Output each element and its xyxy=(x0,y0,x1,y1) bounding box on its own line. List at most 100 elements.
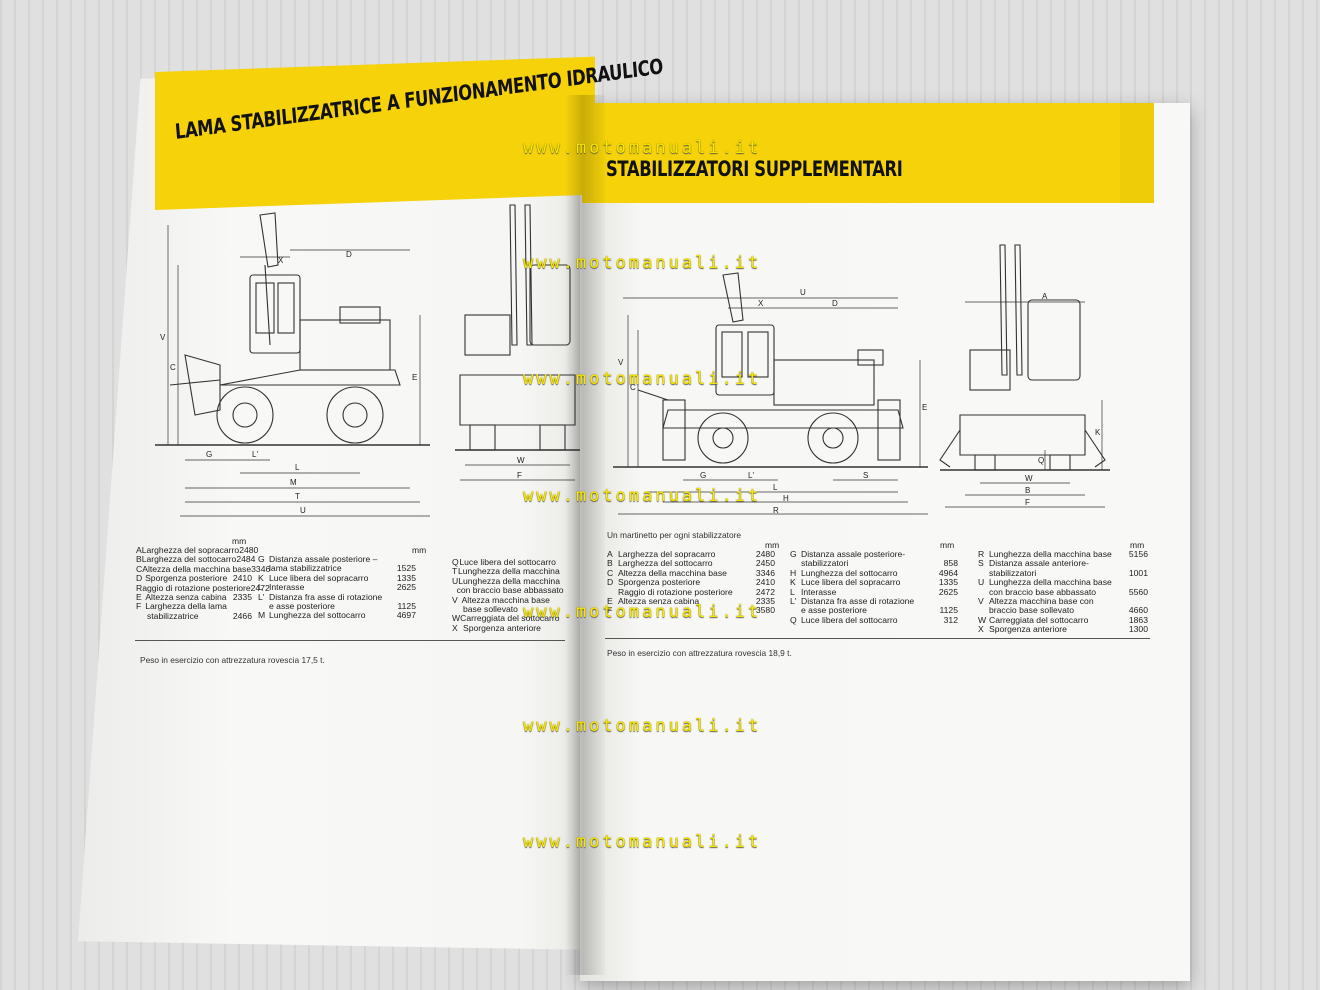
spec-label: Larghezza del sopracarro xyxy=(141,545,240,555)
spec-letter: L' xyxy=(790,596,797,607)
spec-letter: L xyxy=(258,582,263,593)
watermark: www.motomanuali.it xyxy=(523,486,762,506)
spec-value: 3346 xyxy=(755,567,775,578)
right-page xyxy=(580,103,1190,981)
dim-label: S xyxy=(863,471,868,480)
spec-value: 1863 xyxy=(1128,614,1148,625)
spec-label: Interasse xyxy=(801,586,837,597)
spec-letter xyxy=(136,612,147,621)
spec-label: Larghezza del sottocarro xyxy=(618,558,713,569)
spec-value: 2410 xyxy=(755,577,775,588)
spec-label: Distanza assale posteriore – xyxy=(269,554,378,564)
spec-letter: F xyxy=(607,605,613,616)
spec-value: 858 xyxy=(943,558,958,569)
spec-letter: D xyxy=(136,573,143,584)
spec-row: L'Distanza fra asse di rotazione xyxy=(790,596,958,607)
spec-letter: W xyxy=(978,614,987,625)
watermark: www.motomanuali.it xyxy=(523,602,762,622)
watermark: www.motomanuali.it xyxy=(523,832,762,852)
dim-label: V xyxy=(160,333,166,342)
spec-letter: D xyxy=(607,577,614,588)
left-unit-col2: mm xyxy=(412,545,427,555)
spec-label: Sporgenza posteriore xyxy=(618,577,701,588)
spec-row: base sollevato xyxy=(452,604,576,615)
spec-label: Luce libera del sopracarro xyxy=(269,572,369,583)
spec-row: F 3580 xyxy=(607,605,775,616)
spec-letter: T xyxy=(452,566,458,577)
dim-label: W xyxy=(517,456,525,465)
spec-value: 3580 xyxy=(755,605,775,616)
dim-label: U xyxy=(800,288,806,297)
spec-value: 1125 xyxy=(939,605,958,616)
spec-label: Lunghezza della macchina xyxy=(457,566,560,577)
spec-letter: B xyxy=(136,554,142,565)
left-table-divider xyxy=(135,640,565,641)
spec-letter: R xyxy=(978,549,985,559)
dim-label: D xyxy=(832,299,838,308)
spec-label: Distanza assale posteriore- xyxy=(801,549,906,559)
spec-label: Altezza della macchina base xyxy=(618,567,727,578)
dim-label: D xyxy=(346,250,352,259)
spec-row: K Luce libera del sopracarro 1335 xyxy=(258,572,416,583)
spec-label: Distanza fra asse di rotazione xyxy=(269,591,383,602)
spec-value: 1001 xyxy=(1128,567,1148,578)
dim-label: T xyxy=(295,492,300,501)
spec-value: 2480 xyxy=(239,545,259,555)
spec-letter: M xyxy=(258,610,266,621)
spec-value: 2335 xyxy=(232,592,252,603)
spec-letter: K xyxy=(258,572,264,583)
spec-value: 1335 xyxy=(396,572,416,583)
spec-letter: X xyxy=(978,624,984,635)
spec-label: Larghezza del sopracarro xyxy=(618,549,716,559)
spec-label: Raggio di rotazione posteriore xyxy=(618,586,733,597)
spec-value: 5156 xyxy=(1128,549,1148,559)
right-title-band xyxy=(582,103,1120,203)
spec-label: e asse posteriore xyxy=(269,601,335,612)
spec-label: braccio base sollevato xyxy=(989,605,1075,616)
watermark: www.motomanuali.it xyxy=(523,253,762,273)
dim-label: H xyxy=(783,494,789,503)
dim-label: G xyxy=(700,471,706,480)
dim-label: K xyxy=(1095,428,1101,437)
dim-label: A xyxy=(1042,292,1048,301)
spec-label: Altezza della macchina base xyxy=(142,563,252,574)
dim-label: X xyxy=(758,299,764,308)
dim-label: L' xyxy=(252,450,258,459)
right-unit-col2: mm xyxy=(940,540,955,550)
dim-label: C xyxy=(170,363,176,372)
spec-label: Carreggiata del sottocarro xyxy=(460,613,560,624)
watermark: www.motomanuali.it xyxy=(523,369,762,389)
spec-label: Luce libera del sopracarro xyxy=(801,577,901,588)
right-weight-note: Peso in esercizio con attrezzatura roves… xyxy=(607,648,792,658)
dim-label: X xyxy=(278,256,284,265)
book-spine-shadow xyxy=(565,95,605,975)
right-page-title: STABILIZZATORI SUPPLEMENTARI xyxy=(606,157,903,181)
spec-letter: A xyxy=(136,545,142,555)
spec-label: Sporgenza posteriore xyxy=(145,573,228,584)
spec-label: base sollevato xyxy=(463,604,518,615)
left-page xyxy=(78,70,598,950)
spec-label: Sporgenza anteriore xyxy=(989,624,1067,635)
